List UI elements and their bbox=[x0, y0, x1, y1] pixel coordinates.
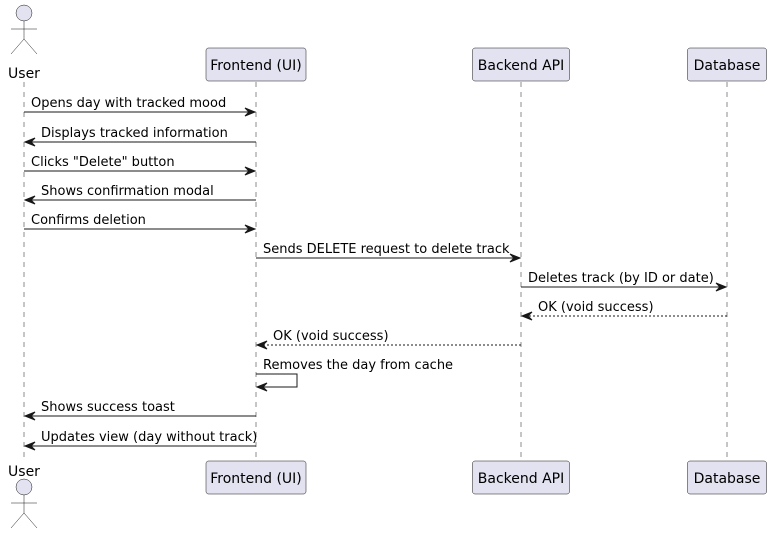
message-line bbox=[256, 373, 298, 388]
message-8: OK (void success) bbox=[520, 300, 727, 321]
message-6: Sends DELETE request to delete track bbox=[256, 242, 522, 263]
participant-label: Database bbox=[694, 471, 761, 487]
participant-label: Backend API bbox=[478, 58, 564, 74]
arrowhead-icon bbox=[715, 282, 728, 292]
message-1: Opens day with tracked mood bbox=[24, 96, 257, 117]
message-2: Displays tracked information bbox=[23, 126, 256, 147]
message-11: Shows success toast bbox=[23, 400, 256, 421]
participant-label: Frontend (UI) bbox=[210, 58, 302, 74]
message-label: Sends DELETE request to delete track bbox=[263, 242, 510, 257]
participant-frontend-bottom: Frontend (UI) bbox=[205, 460, 307, 495]
message-9: OK (void success) bbox=[255, 329, 521, 350]
arrowhead-icon bbox=[255, 382, 268, 392]
message-label: Clicks "Delete" button bbox=[31, 155, 175, 170]
message-label: OK (void success) bbox=[538, 300, 654, 315]
arrowhead-icon bbox=[23, 137, 36, 147]
actor-label: User bbox=[8, 66, 40, 82]
participant-label: Frontend (UI) bbox=[210, 471, 302, 487]
message-label: Shows success toast bbox=[41, 400, 175, 415]
actor-user-bottom: User bbox=[8, 464, 40, 529]
message-5: Confirms deletion bbox=[24, 213, 257, 234]
message-3: Clicks "Delete" button bbox=[24, 155, 257, 176]
message-7: Deletes track (by ID or date) bbox=[521, 271, 728, 292]
participant-box bbox=[472, 47, 570, 82]
participant-box bbox=[687, 460, 767, 495]
message-label: Opens day with tracked mood bbox=[31, 96, 226, 111]
arrowhead-icon bbox=[244, 224, 257, 234]
actor-body-icon bbox=[10, 495, 38, 529]
arrowhead-icon bbox=[244, 166, 257, 176]
message-label: OK (void success) bbox=[273, 329, 389, 344]
arrowhead-icon bbox=[255, 340, 268, 350]
arrowhead-icon bbox=[509, 253, 522, 263]
participant-backend-top: Backend API bbox=[472, 47, 570, 82]
arrowhead-icon bbox=[520, 311, 533, 321]
actor-body-icon bbox=[10, 21, 38, 55]
arrowhead-icon bbox=[23, 441, 36, 451]
actor-head-icon bbox=[15, 4, 33, 22]
message-12: Updates view (day without track) bbox=[23, 430, 257, 451]
message-label: Displays tracked information bbox=[41, 126, 228, 141]
participant-box bbox=[205, 47, 307, 82]
actor-head-icon bbox=[15, 478, 33, 496]
participant-database-bottom: Database bbox=[687, 460, 767, 495]
arrowhead-icon bbox=[23, 195, 36, 205]
actor-label: User bbox=[8, 464, 40, 480]
message-label: Removes the day from cache bbox=[263, 358, 453, 373]
participant-label: Backend API bbox=[478, 471, 564, 487]
participant-database-top: Database bbox=[687, 47, 767, 82]
message-10: Removes the day from cache bbox=[255, 358, 453, 392]
participant-frontend-top: Frontend (UI) bbox=[205, 47, 307, 82]
participant-box bbox=[472, 460, 570, 495]
participant-box bbox=[687, 47, 767, 82]
participant-backend-bottom: Backend API bbox=[472, 460, 570, 495]
participant-label: Database bbox=[694, 58, 761, 74]
message-label: Shows confirmation modal bbox=[41, 184, 214, 199]
participant-box bbox=[205, 460, 307, 495]
actor-user-top: User bbox=[8, 4, 40, 82]
message-4: Shows confirmation modal bbox=[23, 184, 256, 205]
message-label: Confirms deletion bbox=[31, 213, 146, 228]
message-label: Deletes track (by ID or date) bbox=[528, 271, 714, 286]
message-label: Updates view (day without track) bbox=[41, 430, 257, 445]
arrowhead-icon bbox=[23, 411, 36, 421]
arrowhead-icon bbox=[244, 107, 257, 117]
